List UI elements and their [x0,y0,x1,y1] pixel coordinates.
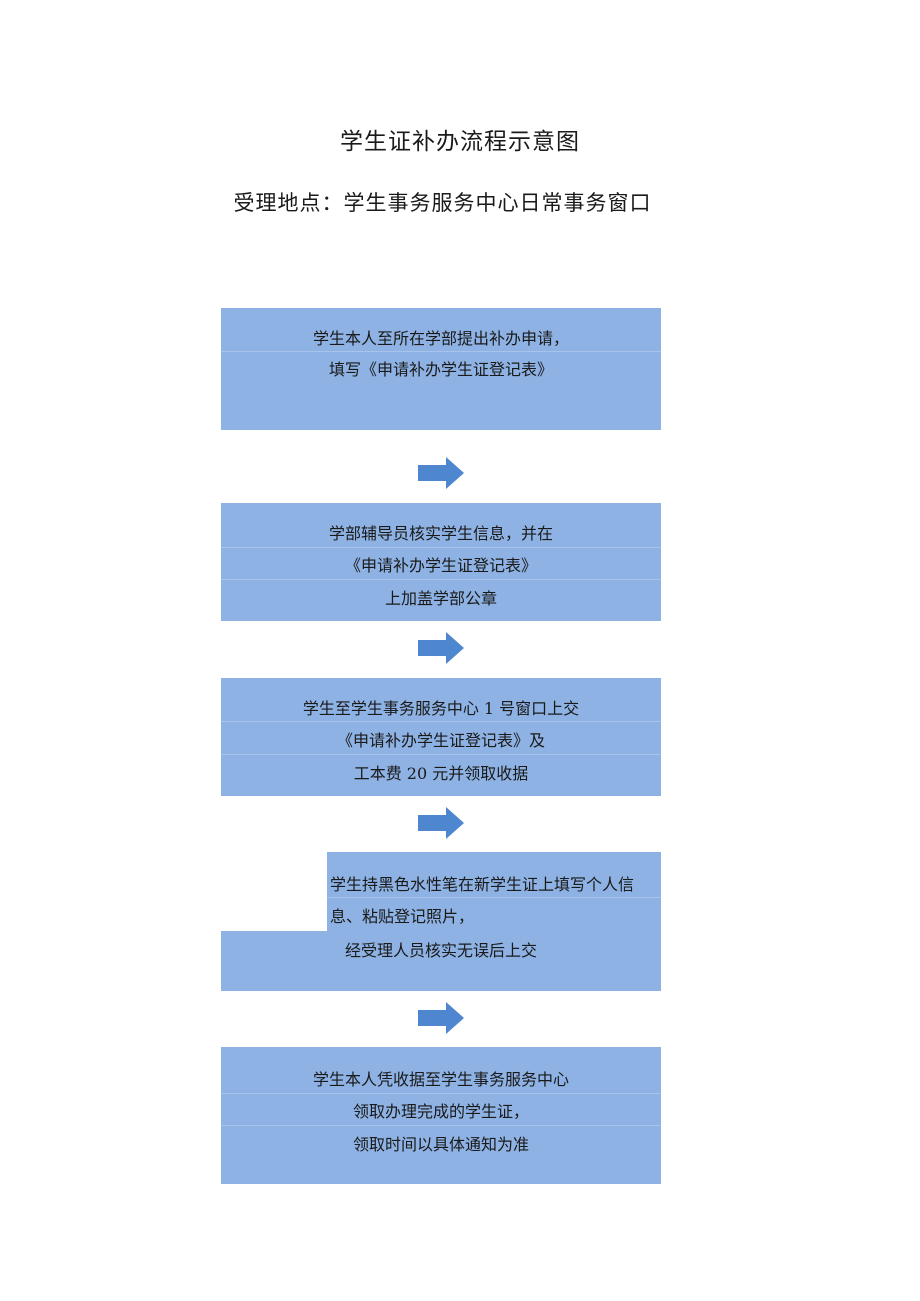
row-divider [327,897,661,898]
row-divider [221,547,661,548]
row-divider [221,351,661,352]
step-2-line-3: 上加盖学部公章 [384,589,497,608]
step-4-box-bottom: 经受理人员核实无误后上交 [221,931,661,991]
step-5-line-2: 领取办理完成的学生证， [352,1102,529,1121]
row-divider [221,579,661,580]
step-4-line-2: 息、粘贴登记照片， [330,907,475,926]
step-4-line-1: 学生持黑色水性笔在新学生证上填写个人信 [330,875,635,894]
step-1-box: 学生本人至所在学部提出补办申请， 填写《申请补办学生证登记表》 [221,308,661,430]
right-arrow-icon [418,457,464,489]
step-3-line-1: 学生至学生事务服务中心 1 号窗口上交 [302,699,580,718]
row-divider [221,1093,661,1094]
step-3-box: 学生至学生事务服务中心 1 号窗口上交 《申请补办学生证登记表》及 工本费 20… [221,678,661,796]
row-divider [221,721,661,722]
right-arrow-icon [418,1002,464,1034]
step-2-box: 学部辅导员核实学生信息，并在 《申请补办学生证登记表》 上加盖学部公章 [221,503,661,621]
step-5-line-3: 领取时间以具体通知为准 [352,1135,529,1154]
location-text: 受理地点：学生事务服务中心日常事务窗口 [233,191,652,215]
step-4-box-top: 学生持黑色水性笔在新学生证上填写个人信 息、粘贴登记照片， [327,852,661,932]
step-5-box: 学生本人凭收据至学生事务服务中心 领取办理完成的学生证， 领取时间以具体通知为准 [221,1047,661,1184]
right-arrow-icon [418,807,464,839]
step-1-line-2: 填写《申请补办学生证登记表》 [328,360,553,379]
right-arrow-icon [418,632,464,664]
step-2-line-2: 《申请补办学生证登记表》 [344,556,537,575]
step-3-line-3: 工本费 20 元并领取收据 [353,764,529,783]
step-5-line-1: 学生本人凭收据至学生事务服务中心 [312,1070,569,1089]
page-title: 学生证补办流程示意图 [340,129,580,155]
row-divider [221,754,661,755]
step-1-line-1: 学生本人至所在学部提出补办申请， [312,329,569,348]
step-2-line-1: 学部辅导员核实学生信息，并在 [328,524,553,543]
row-divider [221,1125,661,1126]
step-3-line-2: 《申请补办学生证登记表》及 [336,731,545,750]
step-4-line-3: 经受理人员核实无误后上交 [344,941,537,960]
